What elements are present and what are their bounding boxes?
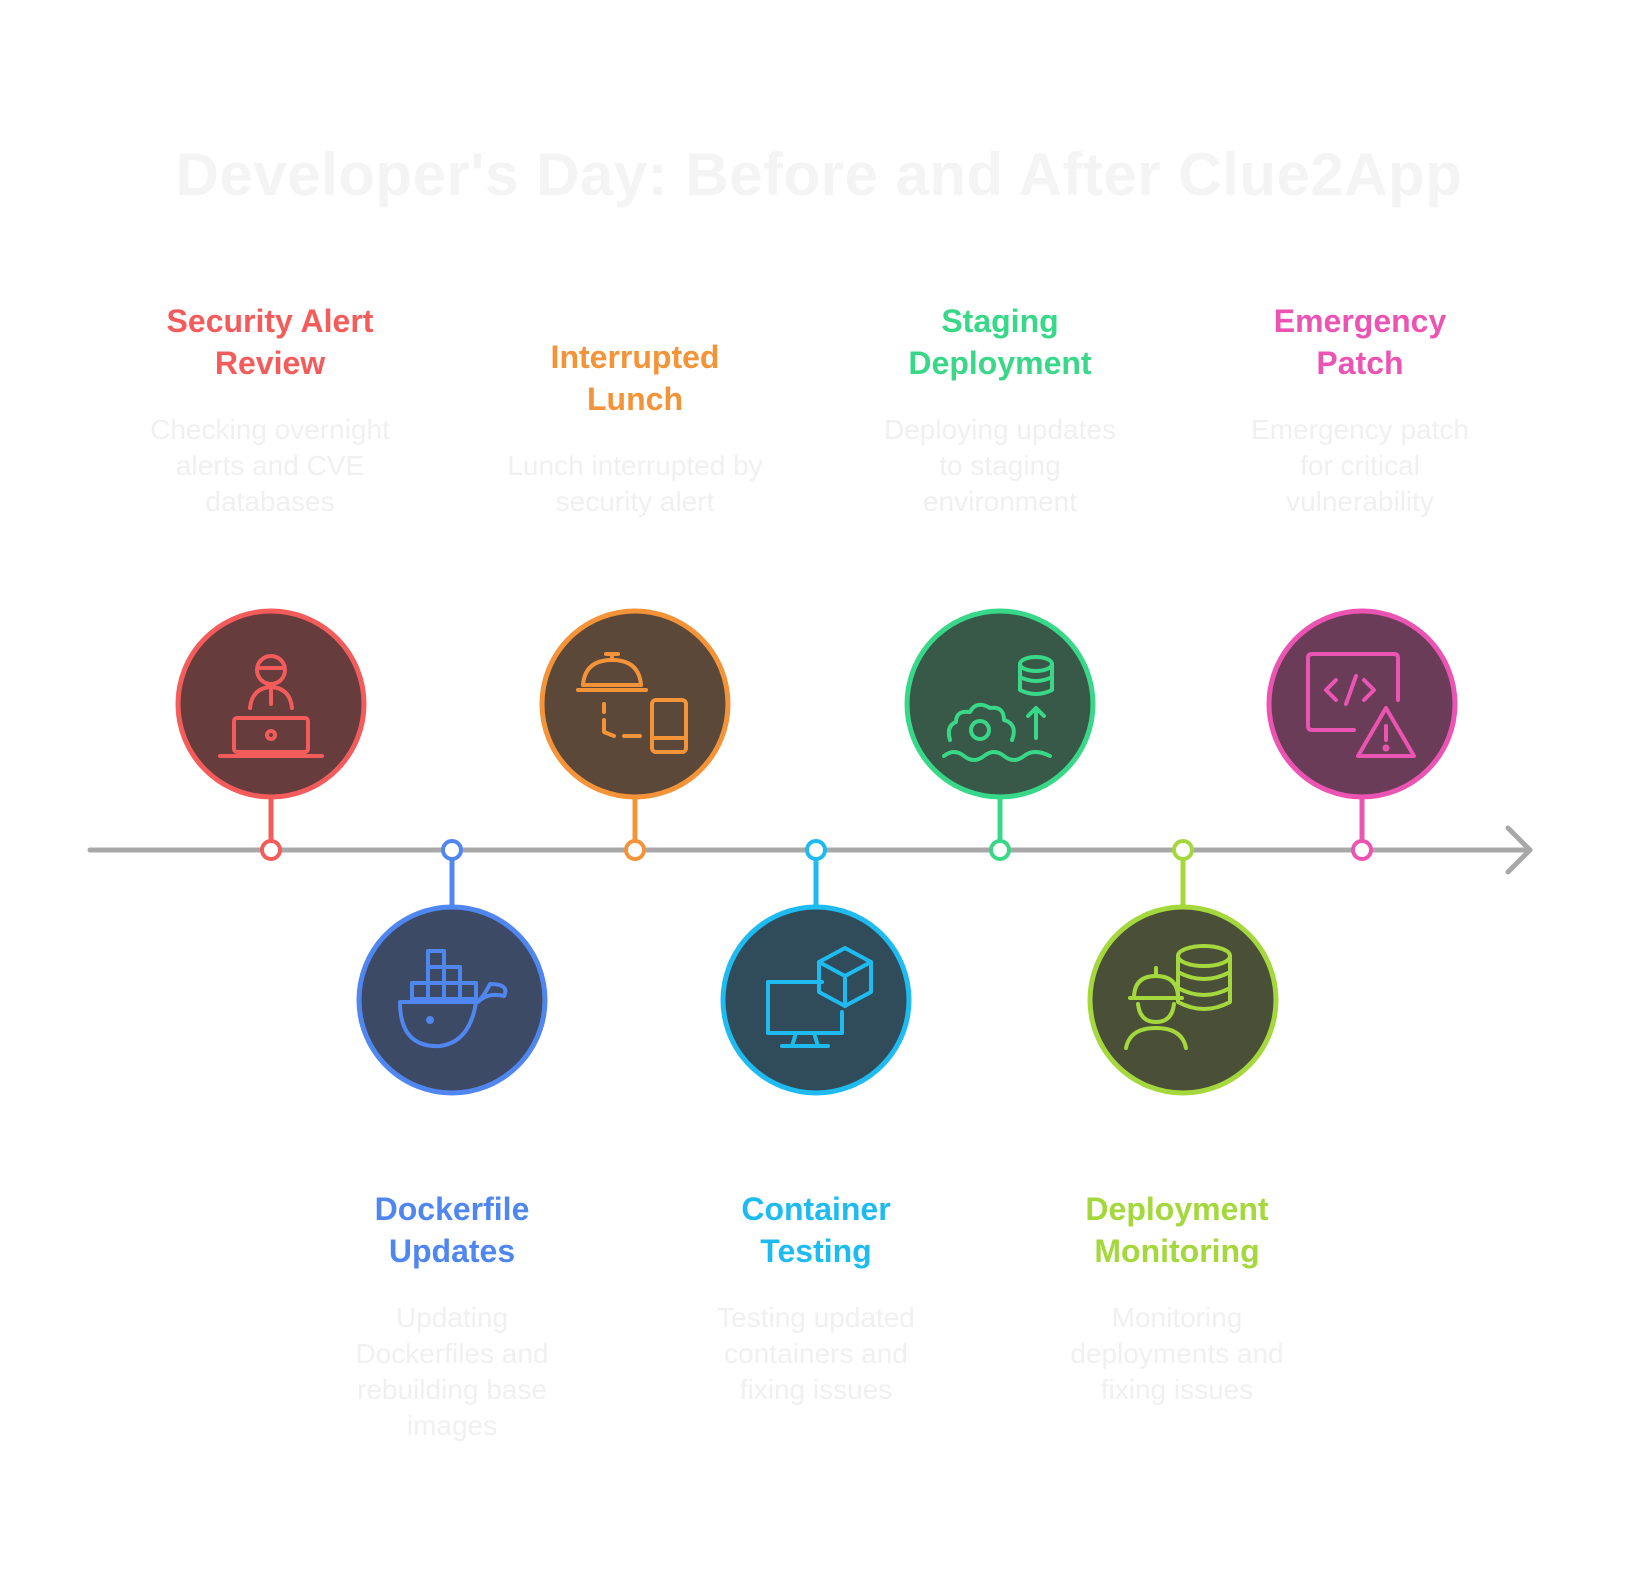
step-3-description: Lunch interrupted by security alert <box>507 450 763 517</box>
step-4-marker <box>720 839 912 1096</box>
step-5-label: Staging Deployment Deploying updates to … <box>860 300 1140 520</box>
step-4-label: Container Testing Testing updated contai… <box>676 1188 956 1408</box>
step-2-description: Updating Dockerfiles and rebuilding base… <box>355 1302 549 1441</box>
step-3-label: Interrupted Lunch Lunch interrupted by s… <box>480 336 790 520</box>
code-warning-icon <box>1306 652 1416 758</box>
step-5-title: Staging Deployment <box>908 303 1092 381</box>
step-6-title: Deployment Monitoring <box>1085 1191 1269 1269</box>
step-3-title: Interrupted Lunch <box>550 339 720 417</box>
step-7-description: Emergency patch for critical vulnerabili… <box>1251 414 1469 517</box>
step-1-description: Checking overnight alerts and CVE databa… <box>150 414 390 517</box>
step-5-marker <box>904 608 1096 861</box>
database-ship-icon <box>942 655 1054 762</box>
step-2-marker <box>356 839 548 1096</box>
step-2-title: Dockerfile Updates <box>374 1191 530 1269</box>
step-6-label: Deployment Monitoring Monitoring deploym… <box>1037 1188 1317 1408</box>
monitor-cube-icon <box>766 946 873 1048</box>
worker-database-icon <box>1124 944 1232 1050</box>
step-1-marker <box>175 608 367 861</box>
step-2-label: Dockerfile Updates Updating Dockerfiles … <box>317 1188 587 1444</box>
step-7-marker <box>1266 608 1458 861</box>
step-6-marker <box>1087 839 1279 1096</box>
docker-whale-icon <box>398 949 508 1049</box>
timeline-arrowhead <box>1505 825 1533 875</box>
step-3-marker <box>539 608 731 861</box>
step-5-description: Deploying updates to staging environment <box>884 414 1116 517</box>
step-1-label: Security Alert Review Checking overnight… <box>130 300 410 520</box>
developer-laptop-icon <box>218 654 324 758</box>
step-6-description: Monitoring deployments and fixing issues <box>1070 1302 1284 1405</box>
step-1-title: Security Alert Review <box>166 303 374 381</box>
step-4-description: Testing updated containers and fixing is… <box>717 1302 915 1405</box>
step-4-title: Container Testing <box>741 1191 891 1269</box>
diagram-title: Developer's Day: Before and After Clue2A… <box>175 141 1463 208</box>
step-7-label: Emergency Patch Emergency patch for crit… <box>1220 300 1500 520</box>
food-cloche-phone-icon <box>576 652 688 754</box>
step-7-title: Emergency Patch <box>1273 303 1447 381</box>
